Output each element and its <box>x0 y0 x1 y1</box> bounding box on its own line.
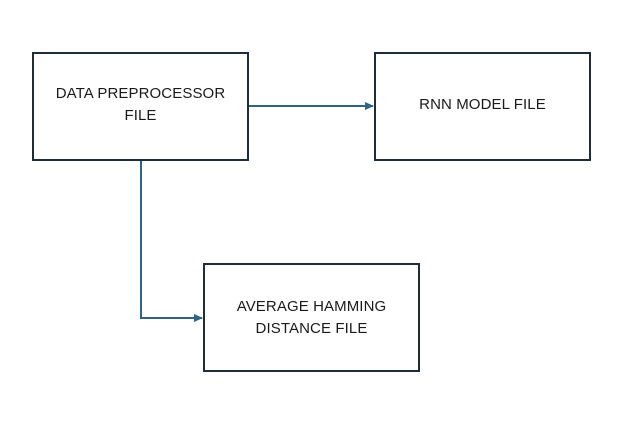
node-average-hamming-distance-file: AVERAGE HAMMING DISTANCE FILE <box>203 263 420 372</box>
node-label-data-preprocessor-file: DATA PREPROCESSOR FILE <box>55 84 226 124</box>
node-rnn-model-file: RNN MODEL FILE <box>374 52 591 161</box>
node-label-average-hamming-distance-file: AVERAGE HAMMING DISTANCE FILE <box>236 297 387 337</box>
node-label-rnn-model-file: RNN MODEL FILE <box>419 95 546 113</box>
node-data-preprocessor-file: DATA PREPROCESSOR FILE <box>32 52 249 161</box>
edge-preprocessor-to-hamming <box>140 161 203 322</box>
